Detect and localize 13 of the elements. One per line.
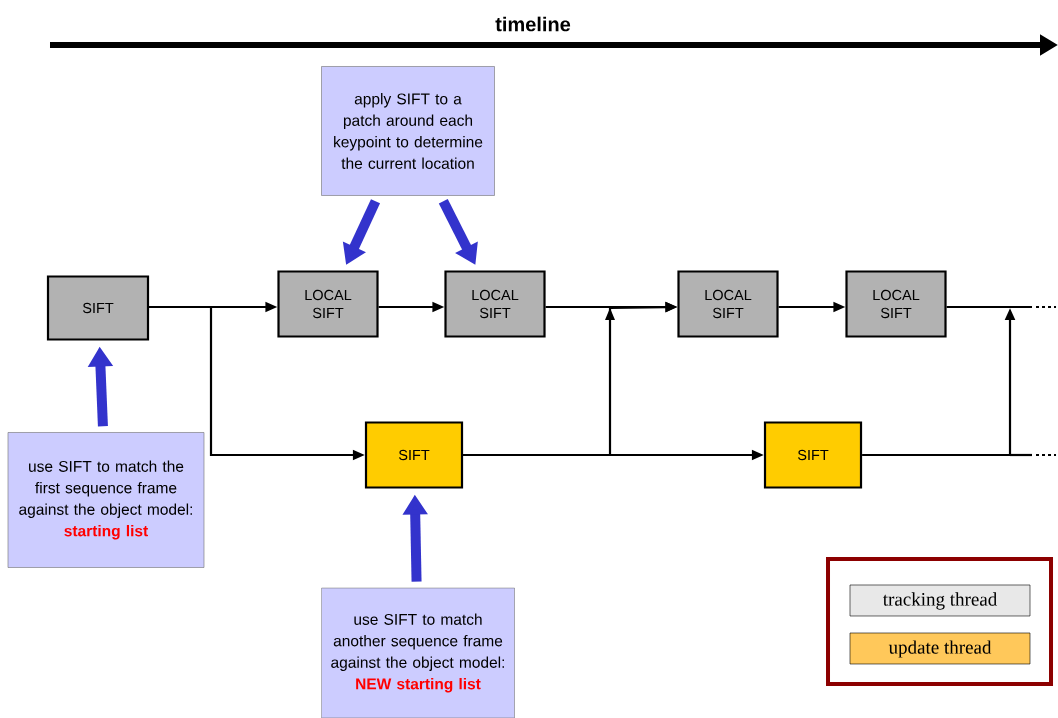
process-box: SIFT: [364, 421, 464, 489]
note-box: apply SIFT to a patch around each keypoint to determine the current location: [321, 66, 495, 196]
process-box: SIFT: [763, 421, 863, 489]
note-box: use SIFT to match the first sequence frame against the object model: starting list: [7, 432, 205, 568]
legend-label: update thread: [888, 640, 992, 658]
legend-label: tracking thread: [882, 592, 998, 610]
title: timeline: [495, 16, 571, 32]
process-box: SIFT: [46, 275, 150, 341]
process-box: LOCAL SIFT: [845, 270, 947, 338]
note-box: use SIFT to match another sequence frame against the object model: NEW starting list: [321, 587, 515, 718]
process-box: LOCAL SIFT: [277, 270, 379, 338]
process-box: LOCAL SIFT: [444, 270, 546, 338]
process-box: LOCAL SIFT: [677, 270, 779, 338]
